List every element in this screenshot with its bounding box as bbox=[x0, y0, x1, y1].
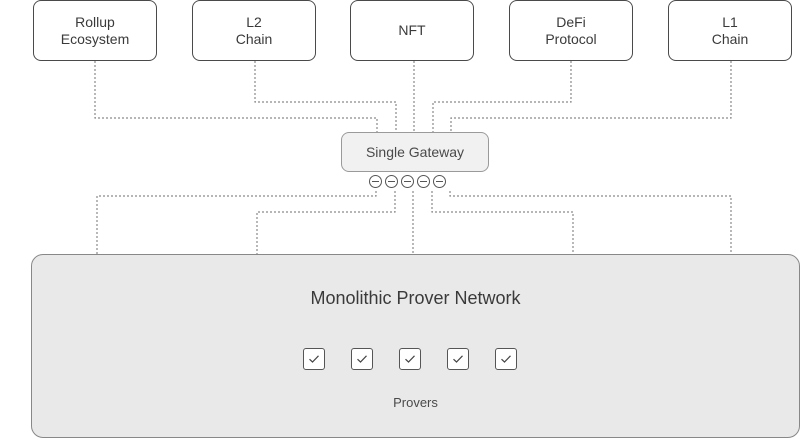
client-label-line2: Chain bbox=[235, 30, 273, 47]
client-label-line2: Ecosystem bbox=[60, 30, 130, 47]
port-minus-icon bbox=[385, 175, 398, 188]
client-l1-chain[interactable]: L1 Chain bbox=[668, 0, 792, 61]
gateway-ports bbox=[369, 175, 461, 191]
single-gateway[interactable]: Single Gateway bbox=[341, 132, 489, 172]
connector-l1-to-gateway bbox=[450, 61, 732, 132]
prover-check-icon[interactable] bbox=[447, 348, 469, 370]
connector-rollup-to-gateway bbox=[94, 61, 378, 132]
network-title: Monolithic Prover Network bbox=[310, 288, 521, 308]
prover-list bbox=[303, 348, 517, 370]
client-nft[interactable]: NFT bbox=[350, 0, 474, 61]
connector-port4-to-network bbox=[431, 191, 574, 254]
client-l2-chain[interactable]: L2 Chain bbox=[192, 0, 316, 61]
port-minus-icon bbox=[417, 175, 430, 188]
prover-check-icon[interactable] bbox=[303, 348, 325, 370]
prover-check-icon[interactable] bbox=[351, 348, 373, 370]
port-minus-icon bbox=[369, 175, 382, 188]
port-minus-icon bbox=[433, 175, 446, 188]
client-label-line1: DeFi bbox=[556, 13, 586, 30]
client-label-line1: L1 bbox=[722, 13, 738, 30]
connector-port1-to-network bbox=[96, 191, 377, 254]
client-defi-protocol[interactable]: DeFi Protocol bbox=[509, 0, 633, 61]
provers-label: Provers bbox=[393, 395, 438, 410]
client-rollup-ecosystem[interactable]: Rollup Ecosystem bbox=[33, 0, 157, 61]
client-row: Rollup Ecosystem L2 Chain NFT DeFi Proto… bbox=[0, 0, 811, 70]
gateway-label: Single Gateway bbox=[365, 144, 465, 160]
monolithic-prover-network: Monolithic Prover Network Provers bbox=[31, 254, 800, 438]
client-label-line1: L2 bbox=[246, 13, 262, 30]
connector-l2-to-gateway bbox=[254, 61, 397, 132]
client-label-line1: NFT bbox=[398, 22, 426, 38]
connector-port2-to-network bbox=[256, 191, 396, 254]
prover-check-icon[interactable] bbox=[495, 348, 517, 370]
connector-defi-to-gateway bbox=[432, 61, 572, 132]
prover-check-icon[interactable] bbox=[399, 348, 421, 370]
client-label-line2: Chain bbox=[711, 30, 749, 47]
client-label-line1: Rollup bbox=[75, 13, 115, 30]
client-label-line2: Protocol bbox=[545, 30, 597, 47]
port-minus-icon bbox=[401, 175, 414, 188]
connector-port5-to-network bbox=[449, 191, 732, 254]
